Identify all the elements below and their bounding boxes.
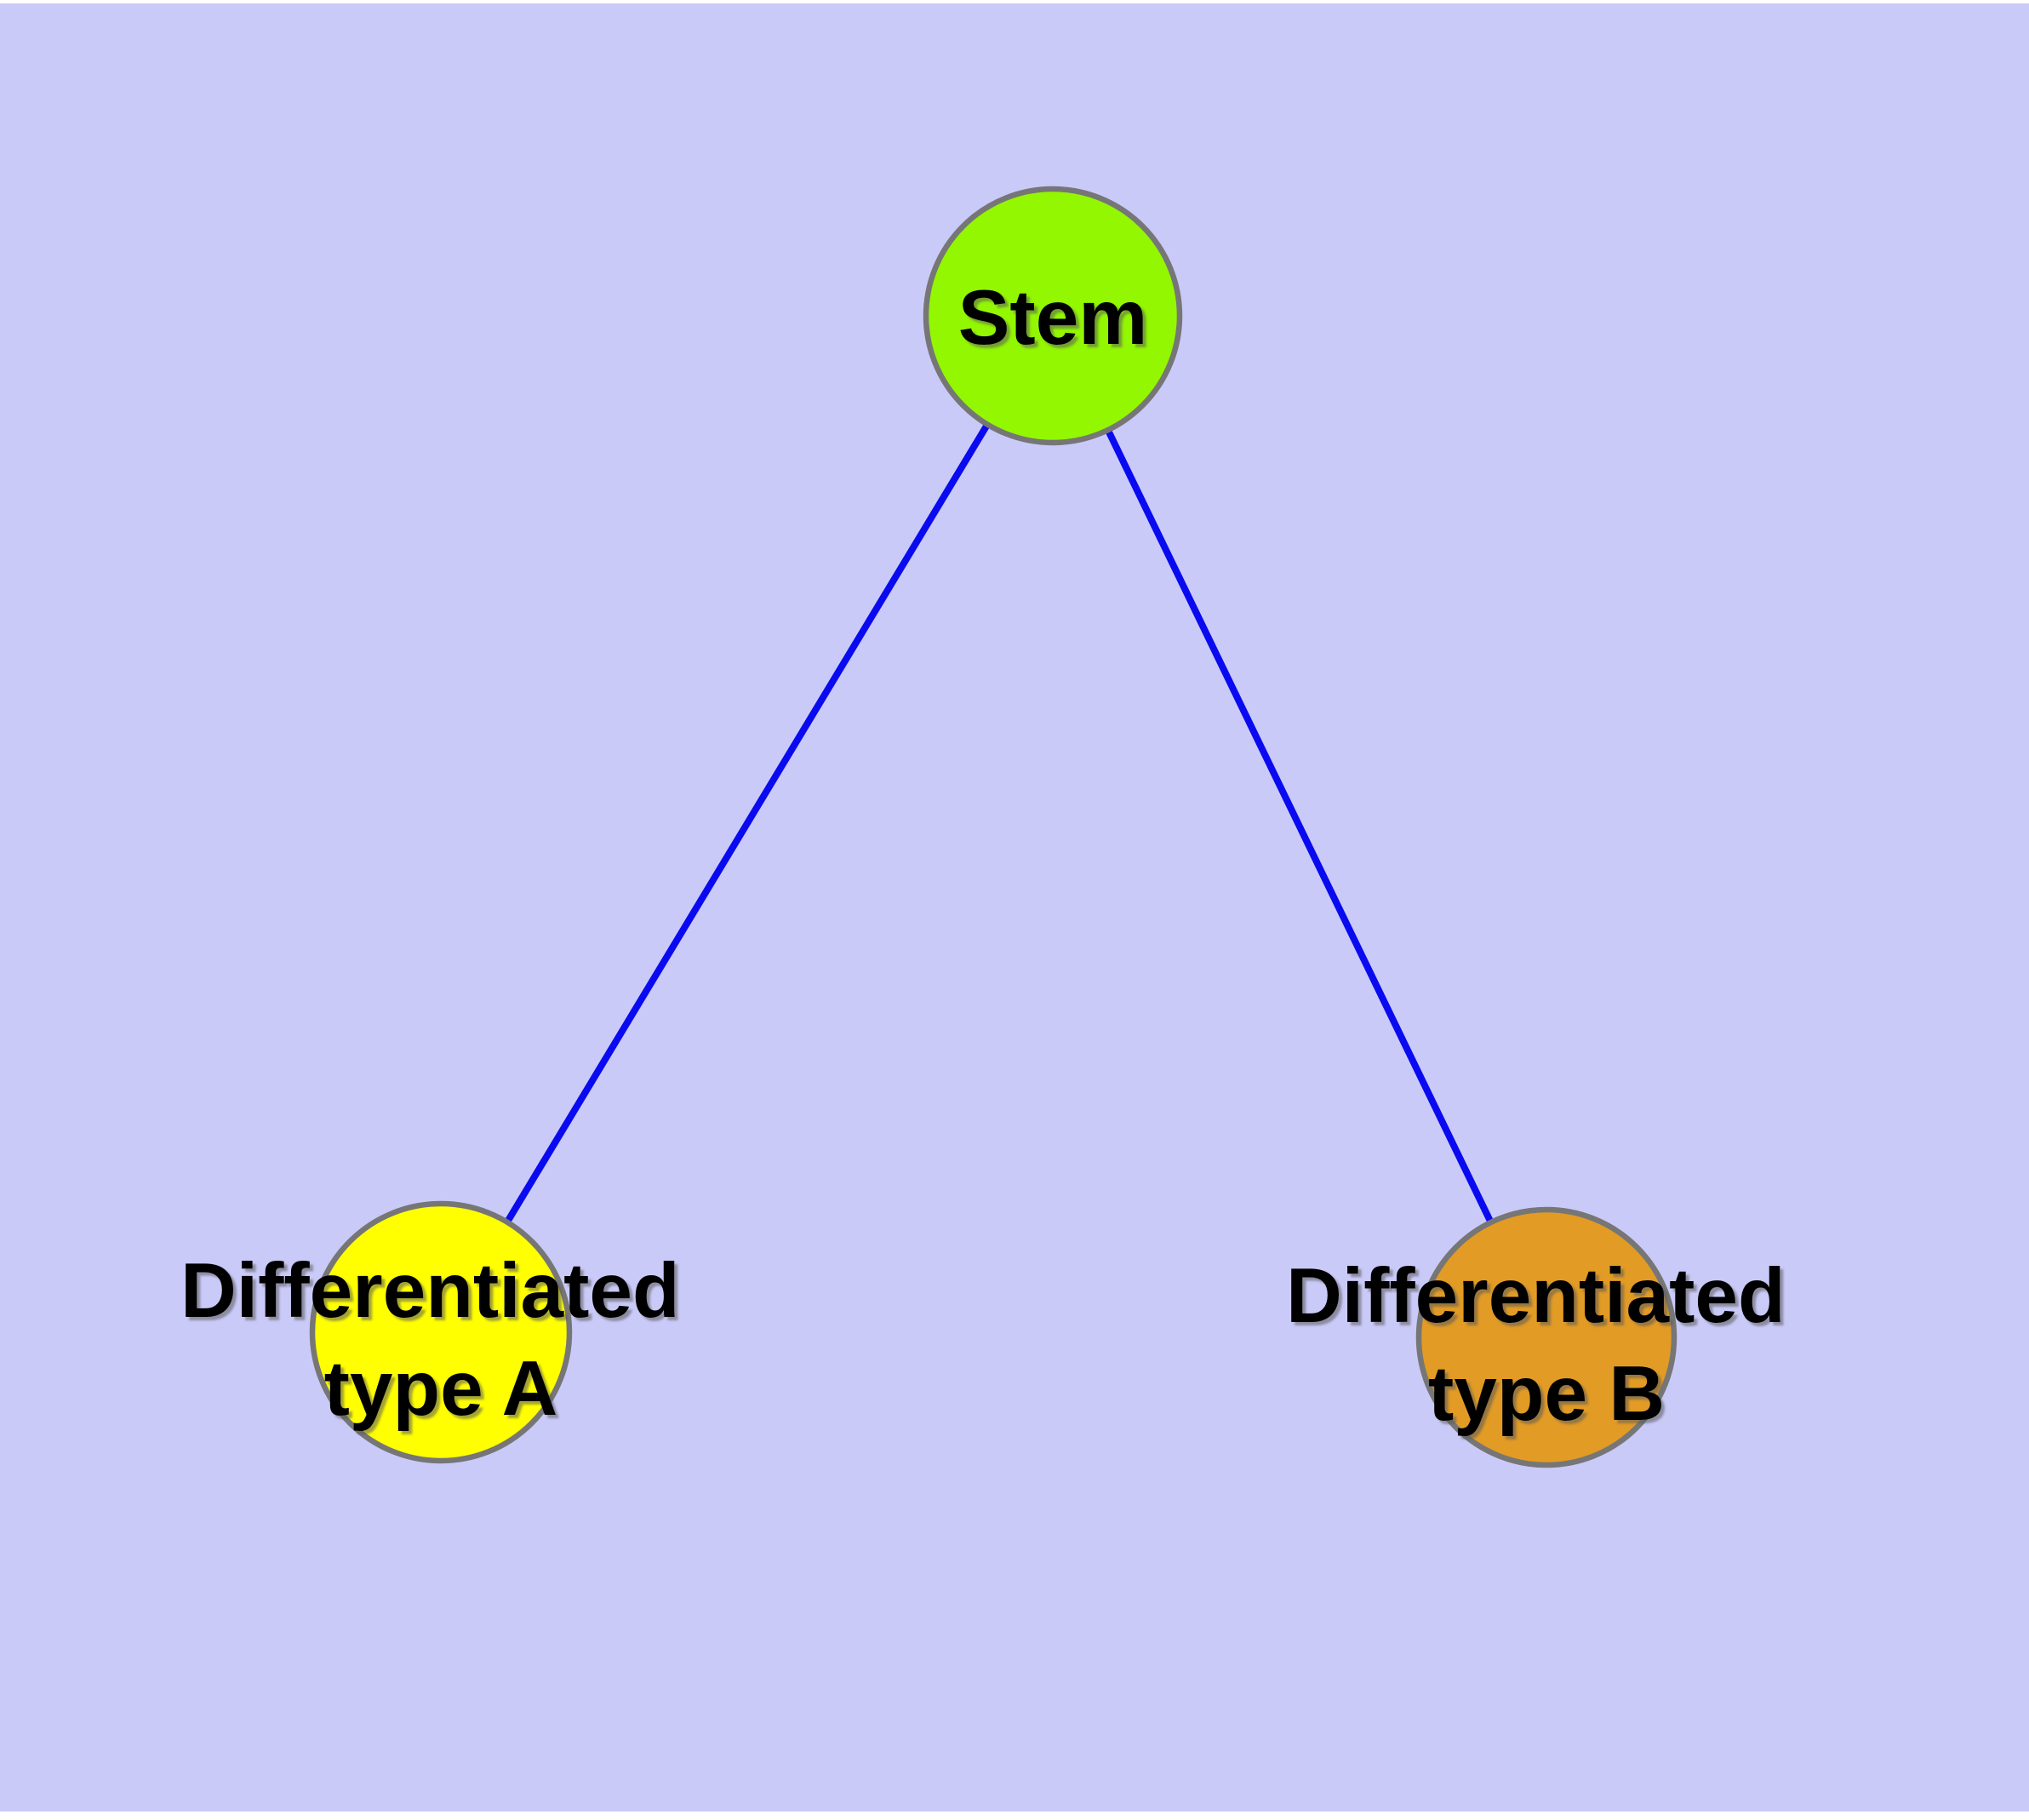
node-label-stem: Stem [958,275,1148,361]
label-line: type B [1428,1351,1665,1437]
node-differentiated-type-b [1415,1206,1677,1468]
edge-group [437,312,1550,1341]
label-group: Stem Differentiated type A Differentiate… [180,275,1807,1437]
label-line: Differentiated [1286,1253,1786,1339]
node-stem [923,186,1183,446]
node-label-differentiated-type-b: Differentiated type B [1286,1253,1807,1437]
node-differentiated-type-a [309,1200,573,1464]
label-line: Differentiated [180,1248,680,1334]
label-line: type A [324,1346,558,1432]
node-label-differentiated-type-a: Differentiated type A [180,1248,701,1432]
edge-stem-to-type-b [1049,312,1550,1341]
edge-stem-to-type-a [437,312,1056,1336]
node-group [309,186,1677,1468]
